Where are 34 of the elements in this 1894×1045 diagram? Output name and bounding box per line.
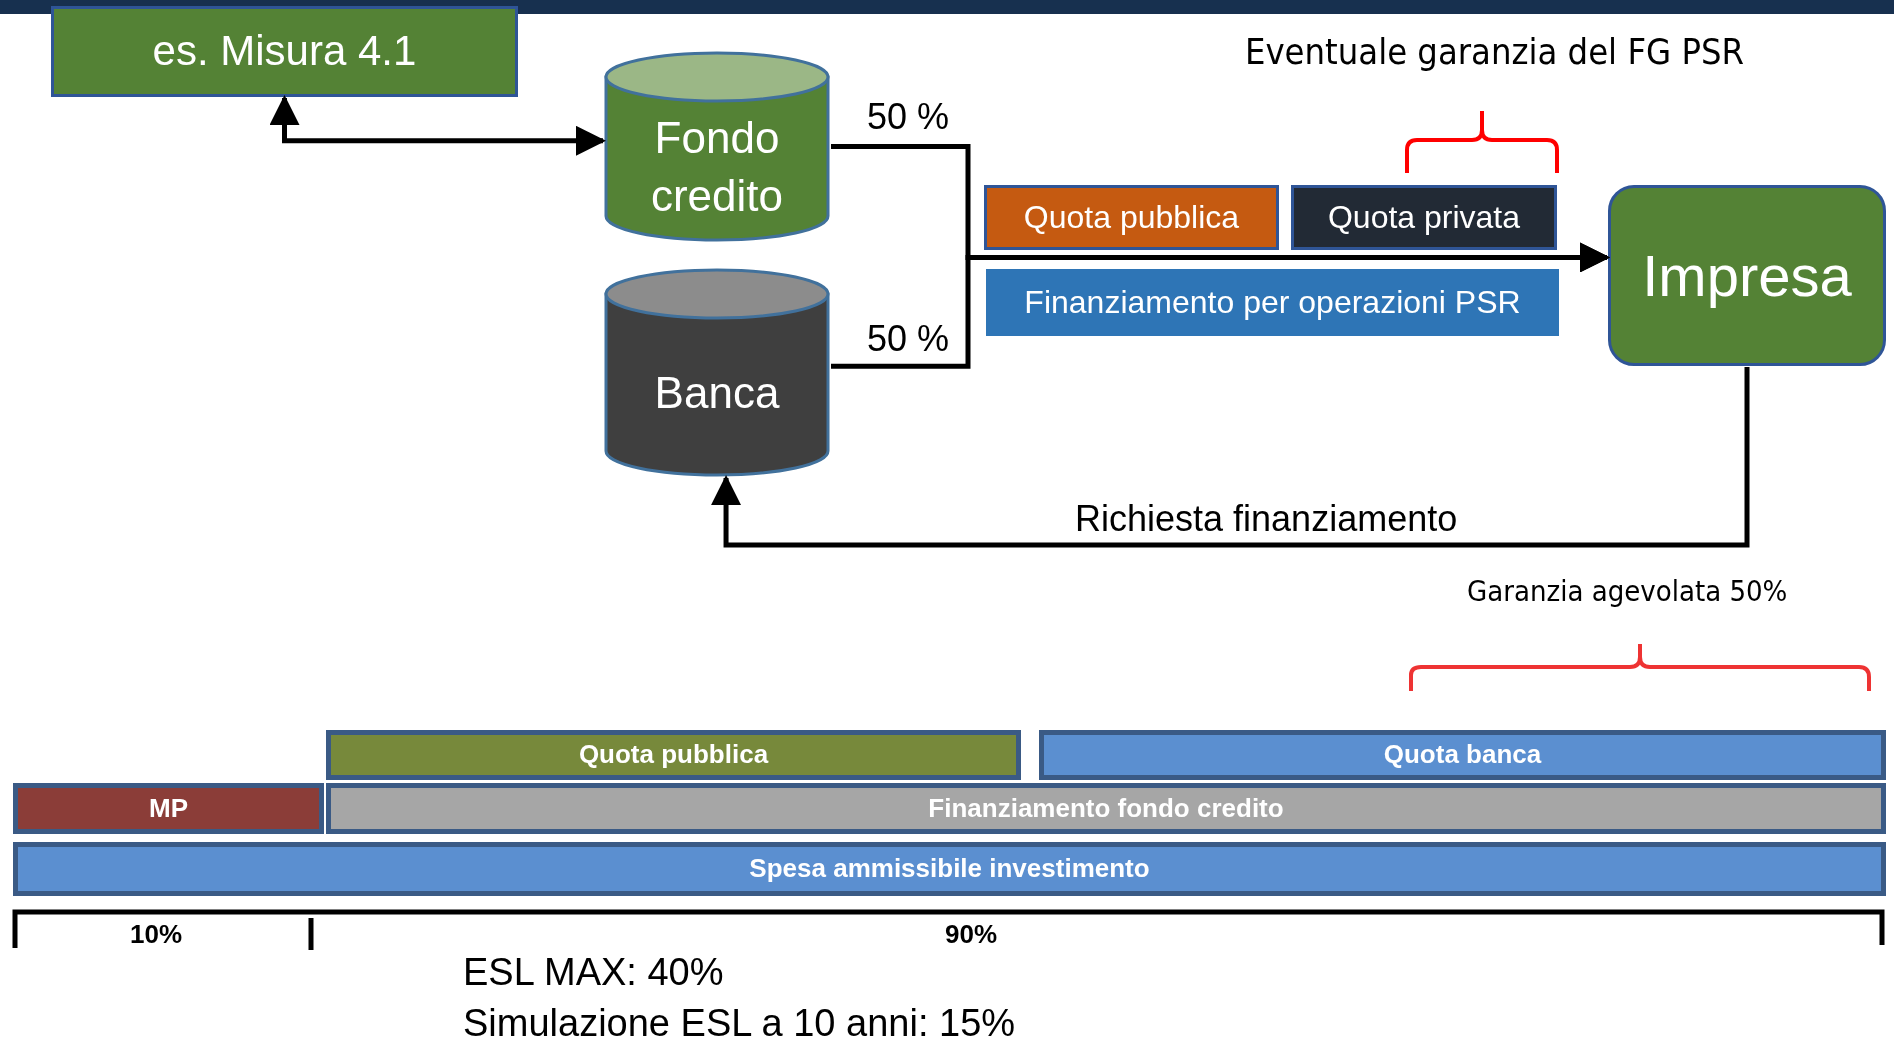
- node-label: Impresa: [1642, 241, 1852, 310]
- bar: [13, 842, 1886, 896]
- edge-label: Richiesta finanziamento: [1075, 498, 1458, 540]
- process-box: [1291, 185, 1557, 250]
- bar: [1039, 730, 1886, 780]
- process-box: [1608, 185, 1886, 366]
- annotation-text: Eventuale garanzia del FG PSR: [1245, 32, 1744, 72]
- bar: [326, 730, 1021, 780]
- process-box: [984, 185, 1279, 250]
- bar-label: Quota banca: [1383, 738, 1542, 772]
- arrow: [711, 367, 1750, 548]
- process-box: [986, 269, 1559, 336]
- node-label: Finanziamento per operazioni PSR: [1024, 282, 1521, 322]
- note-text: ESL MAX: 40%: [463, 952, 724, 994]
- arrow: [269, 95, 606, 156]
- bar: [13, 783, 324, 834]
- scale-label: 10%: [130, 920, 183, 949]
- bar: [326, 783, 1886, 834]
- node-label: Fondo credito: [649, 112, 785, 222]
- node-label: Quota pubblica: [1023, 197, 1240, 237]
- bar-label: MP: [149, 791, 188, 825]
- bar-label: Quota pubblica: [578, 738, 769, 772]
- note-text: Simulazione ESL a 10 anni: 15%: [463, 1003, 1016, 1045]
- node-label: Quota privata: [1327, 197, 1521, 237]
- edge-label: 50 %: [867, 318, 950, 360]
- bar-label: Finanziamento fondo credito: [928, 791, 1284, 825]
- edge-label: 50 %: [867, 96, 950, 138]
- node-label: Banca: [654, 366, 780, 419]
- scale-label: 90%: [945, 920, 998, 949]
- bar-label: Spesa ammissibile investimento: [749, 852, 1150, 886]
- annotation-text: Garanzia agevolata 50%: [1467, 576, 1788, 608]
- node-label: es. Misura 4.1: [152, 26, 417, 77]
- process-box: [51, 6, 518, 97]
- arrow: [831, 242, 1610, 369]
